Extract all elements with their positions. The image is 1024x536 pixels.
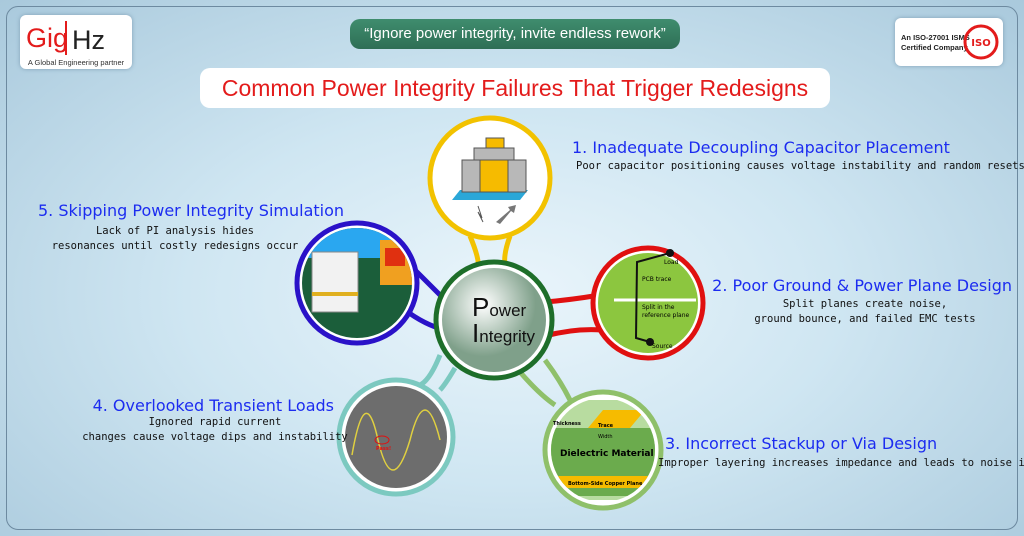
svg-text:reference plane: reference plane [642, 312, 690, 319]
svg-text:Source: Source [652, 343, 673, 350]
ground-plane-image: Load PCB trace Split in the reference pl… [590, 245, 706, 361]
svg-text:Hz: Hz [72, 25, 105, 55]
item-2-title: 2. Poor Ground & Power Plane Design [712, 276, 1012, 295]
item-4-title: 4. Overlooked Transient Loads [92, 396, 334, 415]
iso-certification-badge: An ISO-27001 ISMS Certified Company ISO [895, 18, 1003, 66]
center-label: Power Integrity [472, 292, 535, 348]
page-title: Common Power Integrity Failures That Tri… [200, 68, 830, 108]
iso-seal-icon [963, 24, 999, 60]
frame [6, 6, 1018, 530]
svg-text:Pass!: Pass! [376, 446, 391, 452]
pi-simulation-image [294, 220, 420, 346]
capacitor-placement-image [427, 115, 553, 241]
svg-text:ISO: ISO [971, 38, 990, 49]
cert-line2: Certified Company [901, 43, 969, 52]
svg-text:Bottom-Side Copper Plane: Bottom-Side Copper Plane [568, 481, 643, 487]
svg-text:Split in the: Split in the [642, 304, 675, 311]
item-3-title: 3. Incorrect Stackup or Via Design [665, 434, 938, 453]
item-5-title: 5. Skipping Power Integrity Simulation [38, 201, 345, 220]
stackup-image: Thickness Trace Width Dielectric Materia… [542, 389, 664, 511]
item-3-desc: Improper layering increases impedance an… [658, 457, 1024, 469]
gighz-logo: Gig Hz A Global Engineering partner [20, 15, 132, 69]
gighz-logo-mark: Gig Hz A Global Engineering partner [26, 21, 125, 67]
connector-3 [518, 358, 573, 408]
item-2-desc: Split planes create noise,ground bounce,… [754, 298, 976, 325]
transient-waveform-image: Pass! [336, 377, 456, 497]
item-1-desc: Poor capacitor positioning causes voltag… [576, 160, 1024, 172]
svg-text:Gig: Gig [26, 23, 68, 53]
cert-line1: An ISO-27001 ISMS [901, 33, 970, 42]
item-1-title: 1. Inadequate Decoupling Capacitor Place… [572, 138, 950, 157]
logo-tagline: A Global Engineering partner [28, 58, 125, 67]
svg-text:Trace: Trace [598, 423, 614, 429]
svg-text:Dielectric Material: Dielectric Material [560, 449, 654, 459]
svg-text:Width: Width [598, 434, 613, 440]
tagline-quote: “Ignore power integrity, invite endless … [350, 19, 680, 49]
svg-text:PCB trace: PCB trace [642, 276, 672, 283]
svg-text:Load: Load [664, 259, 679, 266]
svg-text:Thickness: Thickness [553, 421, 581, 427]
